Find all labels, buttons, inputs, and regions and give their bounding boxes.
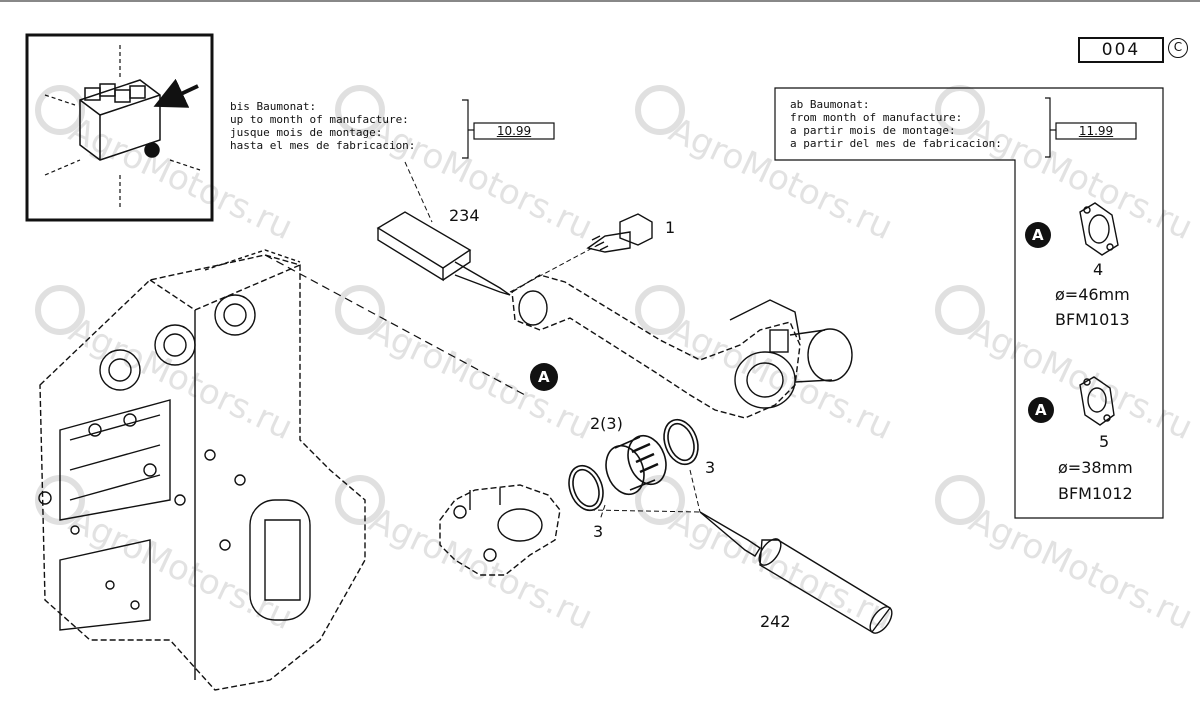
coolant-pipe (511, 274, 853, 419)
date-box (1055, 122, 1137, 140)
note-until-month: bis Baumonat: up to month of manufacture… (230, 100, 415, 152)
note-bracket (462, 99, 469, 159)
copyright-icon: C (1168, 38, 1188, 58)
variant-engine: BFM1012 (1058, 484, 1133, 503)
callout-242: 242 (760, 612, 791, 631)
variant-frame (774, 87, 1164, 519)
note-line: ab Baumonat: (790, 98, 870, 111)
marker-a (1025, 222, 1051, 248)
page-number: 004 (1078, 37, 1164, 63)
variant-item-number: 4 (1093, 260, 1104, 279)
note-from-month: ab Baumonat: from month of manufacture: … (790, 98, 1002, 150)
note-line: a partir mois de montage: (790, 124, 956, 137)
date-box (473, 122, 555, 140)
thermostat-housing (439, 484, 561, 576)
leader-line (589, 469, 701, 521)
arrow-icon (44, 45, 201, 208)
callout-1: 1 (665, 218, 676, 237)
marker-a-label: A (1035, 401, 1047, 419)
location-inset (25, 33, 214, 222)
variant-diameter: ø=46mm (1055, 285, 1130, 304)
marker-a-label: A (1032, 226, 1044, 244)
variant-diameter: ø=38mm (1058, 458, 1133, 477)
marker-a-label: A (538, 368, 550, 386)
note-line: jusque mois de montage: (230, 126, 383, 139)
bolt (586, 213, 653, 253)
note-bracket (1045, 97, 1051, 158)
date-from: 11.99 (1078, 124, 1114, 138)
marker-a (530, 363, 558, 391)
note-line: hasta el mes de fabricacion: (230, 139, 416, 152)
marker-a (1028, 397, 1054, 423)
arrow-icon (153, 78, 199, 108)
leader-line (264, 254, 526, 396)
note-line: a partir del mes de fabricacion: (790, 137, 1002, 150)
grease-tube (699, 511, 893, 634)
note-line: bis Baumonat: (230, 100, 317, 113)
variant-engine: BFM1013 (1055, 310, 1130, 329)
note-line: up to month of manufacture: (230, 113, 409, 126)
gear-watermark-icon (35, 85, 985, 525)
engine-block (38, 249, 366, 691)
callout-2-3: 2(3) (590, 414, 623, 433)
callout-3: 3 (593, 522, 604, 541)
sealant-tube (376, 211, 511, 296)
gasket-46mm (1079, 202, 1119, 256)
callout-234: 234 (449, 206, 480, 225)
spigot (605, 434, 667, 496)
gasket-38mm (1079, 376, 1115, 426)
note-line: from month of manufacture: (790, 111, 963, 124)
callout-3: 3 (705, 458, 716, 477)
variant-item-number: 5 (1099, 432, 1110, 451)
engine-thumbnail (79, 79, 161, 161)
date-until: 10.99 (496, 124, 532, 138)
